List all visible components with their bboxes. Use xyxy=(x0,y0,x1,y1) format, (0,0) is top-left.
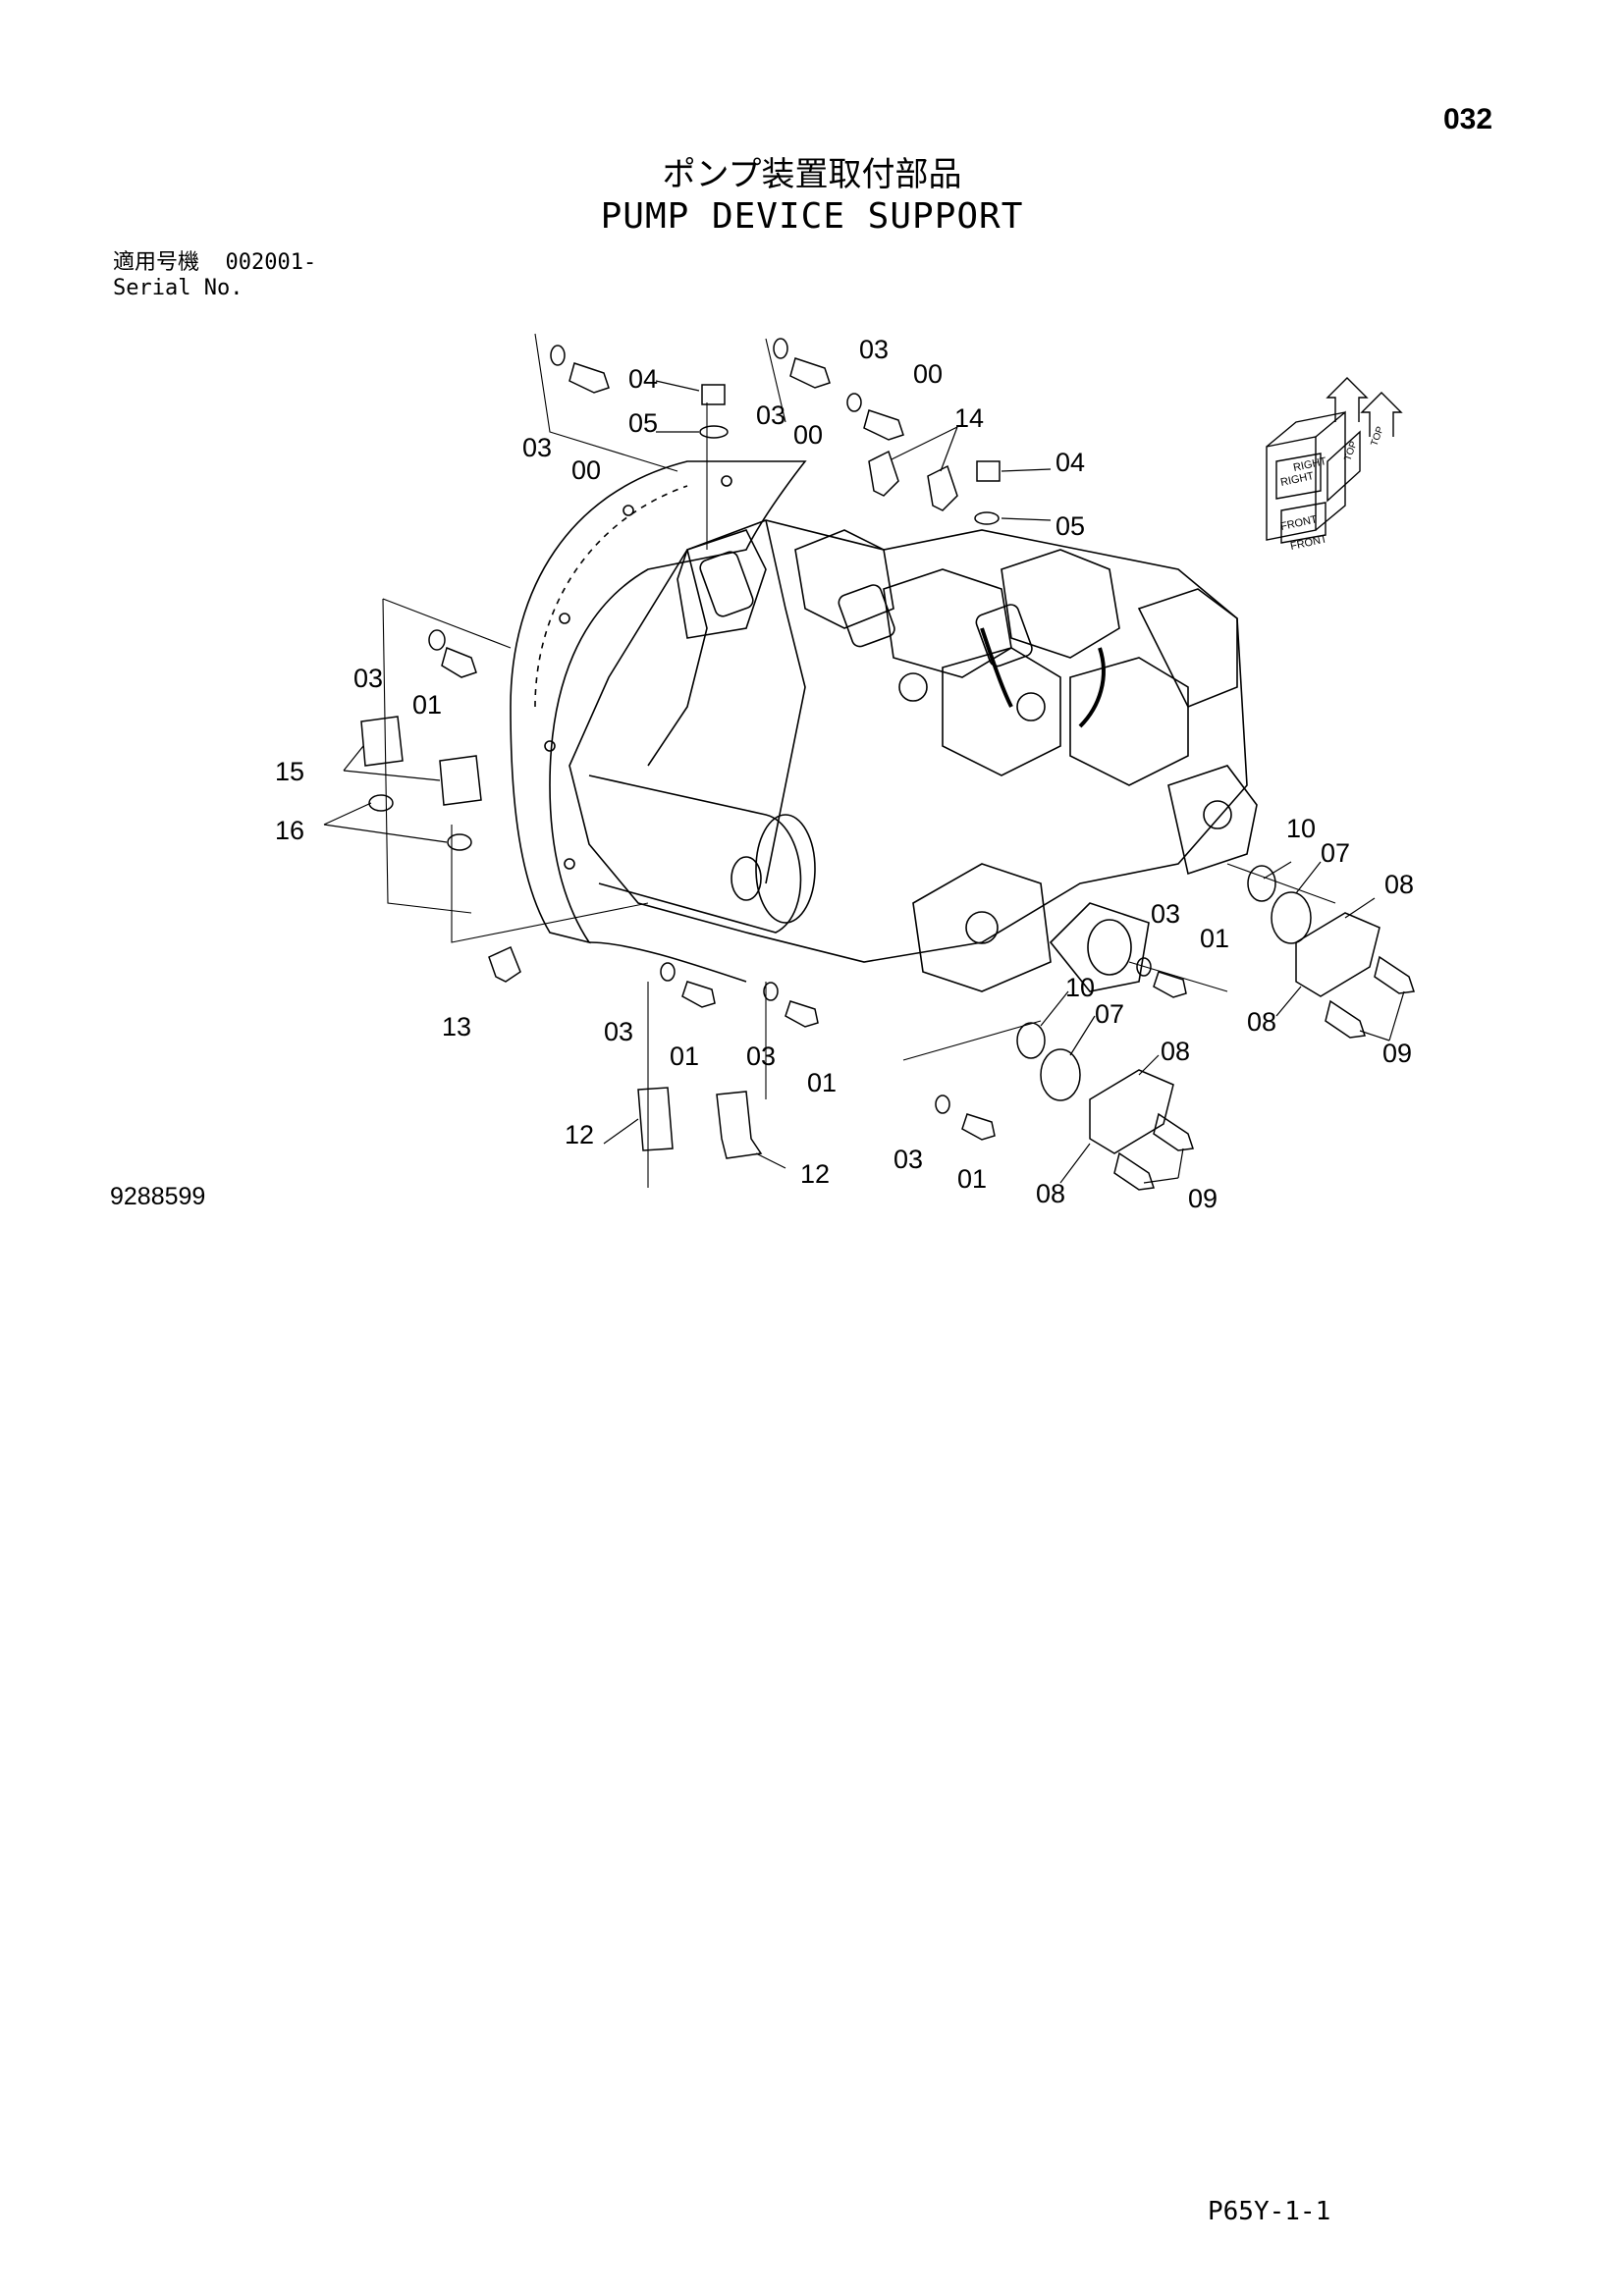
part-callout-07: 07 xyxy=(1095,999,1124,1029)
washer-icon xyxy=(974,511,1000,525)
part-callout-03: 03 xyxy=(1151,899,1180,929)
port-fitting-icon xyxy=(360,716,404,767)
orientation-label: FRONT xyxy=(1289,533,1328,553)
port-fitting-icon xyxy=(637,1087,674,1151)
part-callout-05: 05 xyxy=(1056,511,1085,541)
washer-icon xyxy=(935,1095,950,1114)
part-callout-10: 10 xyxy=(1065,973,1095,1002)
part-callout-01: 01 xyxy=(1200,924,1229,953)
part-callout-13: 13 xyxy=(442,1012,471,1041)
bolt-icon xyxy=(961,1113,996,1141)
bolt-icon xyxy=(976,460,1001,482)
part-callout-01: 01 xyxy=(412,690,442,720)
part-callout-05: 05 xyxy=(628,408,658,438)
washer-icon xyxy=(773,338,788,359)
washer-icon xyxy=(428,629,446,651)
part-callout-12: 12 xyxy=(800,1159,830,1189)
plug-icon xyxy=(1040,1048,1081,1101)
serial-value: 002001- xyxy=(225,250,317,275)
part-callout-14: 14 xyxy=(954,403,984,433)
callout-leaders xyxy=(323,380,1405,1184)
serial-label-jp: 適用号機 xyxy=(113,250,200,275)
part-callout-08: 08 xyxy=(1161,1037,1190,1066)
part-callout-09: 09 xyxy=(1188,1184,1218,1213)
o-ring-icon xyxy=(1016,1022,1046,1059)
part-callout-12: 12 xyxy=(565,1120,594,1149)
washer-icon xyxy=(1136,957,1152,977)
port-fitting-icon xyxy=(439,755,482,806)
elbow-fitting-icon xyxy=(488,945,521,983)
washer-icon xyxy=(699,425,729,439)
bolt-icon xyxy=(863,409,904,441)
footer-code: P65Y-1-1 xyxy=(1208,2197,1331,2226)
elbow-fitting-icon xyxy=(716,1091,763,1159)
pump-assembly-drawing xyxy=(510,460,1258,992)
bolt-icon xyxy=(441,646,477,678)
serial-block: 適用号機 002001- Serial No. xyxy=(113,250,316,301)
serial-label-en: Serial No. xyxy=(113,276,244,300)
cap-screw-icon xyxy=(1113,1151,1155,1191)
serial-row: 適用号機 002001- xyxy=(113,250,316,276)
washer-icon xyxy=(846,393,862,412)
part-callout-07: 07 xyxy=(1321,838,1350,868)
part-callout-09: 09 xyxy=(1382,1039,1412,1068)
split-flange-icon xyxy=(1295,912,1380,997)
washer-icon xyxy=(763,982,779,1001)
o-ring-icon xyxy=(1247,865,1276,902)
part-callout-03: 03 xyxy=(859,335,889,364)
part-callout-15: 15 xyxy=(275,757,304,786)
bolt-icon xyxy=(701,384,726,405)
part-callout-03: 03 xyxy=(353,664,383,693)
elbow-fitting-icon xyxy=(927,464,958,511)
part-callout-16: 16 xyxy=(275,816,304,845)
elbow-fitting-icon xyxy=(868,450,899,497)
title-english: PUMP DEVICE SUPPORT xyxy=(600,196,1024,237)
part-callout-03: 03 xyxy=(604,1017,633,1046)
part-callout-10: 10 xyxy=(1286,814,1316,843)
part-callout-01: 01 xyxy=(957,1164,987,1194)
bolt-icon xyxy=(568,362,610,394)
washer-icon xyxy=(550,345,566,366)
part-callout-08: 08 xyxy=(1384,870,1414,899)
page-number: 032 xyxy=(1443,103,1493,135)
orientation-cube-icon: FRONT RIGHT TOP FRONT RIGHT TOP xyxy=(1266,377,1403,553)
part-callout-04: 04 xyxy=(628,364,658,394)
part-callout-03: 03 xyxy=(746,1041,776,1071)
bolt-icon xyxy=(681,981,716,1008)
bolt-icon xyxy=(785,1000,819,1028)
explode-lines xyxy=(382,333,1336,1188)
part-callout-01: 01 xyxy=(670,1041,699,1071)
split-flange-icon xyxy=(1089,1069,1174,1154)
cap-screw-icon xyxy=(1153,1112,1194,1151)
o-ring-icon xyxy=(368,794,394,812)
part-callout-00: 00 xyxy=(913,359,943,389)
hardware-parts xyxy=(360,338,1415,1191)
part-callout-08: 08 xyxy=(1247,1007,1276,1037)
part-callout-00: 00 xyxy=(793,420,823,450)
washer-icon xyxy=(660,962,676,982)
part-callout-08: 08 xyxy=(1036,1179,1065,1208)
orientation-label: TOP xyxy=(1369,425,1385,448)
cap-screw-icon xyxy=(1374,955,1415,994)
part-callout-03: 03 xyxy=(756,400,785,430)
bolt-icon xyxy=(1153,971,1187,998)
figure-id: 9288599 xyxy=(110,1183,206,1210)
part-callout-00: 00 xyxy=(571,455,601,485)
part-callout-03: 03 xyxy=(893,1145,923,1174)
part-callout-03: 03 xyxy=(522,433,552,462)
part-callout-04: 04 xyxy=(1056,448,1085,477)
title-japanese: ポンプ装置取付部品 xyxy=(662,155,962,194)
plug-icon xyxy=(1271,891,1312,944)
o-ring-icon xyxy=(447,833,472,851)
part-callout-01: 01 xyxy=(807,1068,837,1097)
bolt-icon xyxy=(789,357,831,389)
cap-screw-icon xyxy=(1325,999,1366,1039)
